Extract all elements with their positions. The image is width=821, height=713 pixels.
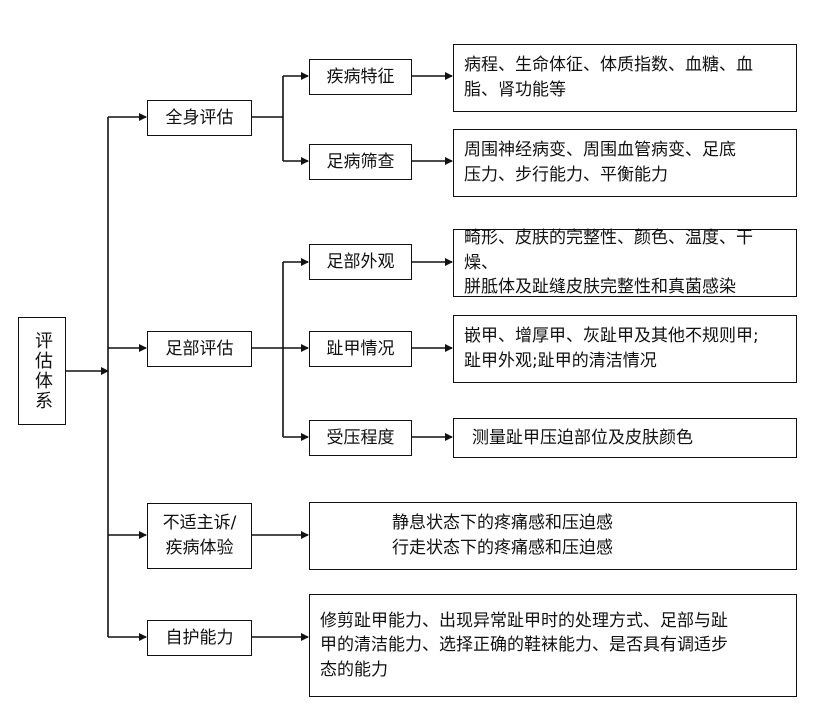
node-discomfort-label-line2: 疾病体验 [165, 538, 234, 558]
detail-toenail-status: 嵌甲、增厚甲、灰趾甲及其他不规则甲; 趾甲外观;趾甲的清洁情况 [453, 315, 797, 383]
detail-line: 嵌甲、增厚甲、灰趾甲及其他不规则甲; [464, 326, 759, 347]
detail-line: 态的能力 [320, 659, 388, 680]
detail-line: 行走状态下的疼痛感和压迫感 [392, 538, 613, 558]
node-toenail-status-label: 趾甲情况 [326, 338, 395, 359]
detail-pressure-degree: 测量趾甲压迫部位及皮肤颜色 [453, 418, 797, 458]
node-selfcare-ability: 自护能力 [147, 620, 252, 656]
root-node: 评估体系 [18, 317, 66, 425]
node-discomfort-label-line1: 不适主诉/ [162, 513, 237, 534]
node-toenail-status: 趾甲情况 [309, 331, 412, 367]
node-foot-assessment: 足部评估 [147, 331, 252, 367]
detail-line: 修剪趾甲能力、出现异常趾甲时的处理方式、足部与趾 [320, 610, 728, 631]
detail-foot-appearance: 畸形、皮肤的完整性、颜色、温度、干燥、 胼胝体及趾缝皮肤完整性和真菌感染 [453, 228, 797, 298]
detail-line: 病程、生命体征、体质指数、血糖、血 [464, 55, 753, 76]
detail-line: 畸形、皮肤的完整性、颜色、温度、干燥、 [464, 228, 753, 273]
node-systemic-assessment-label: 全身评估 [165, 107, 234, 128]
detail-line: 测量趾甲压迫部位及皮肤颜色 [472, 427, 693, 448]
detail-line: 压力、步行能力、平衡能力 [464, 165, 668, 185]
detail-selfcare: 修剪趾甲能力、出现异常趾甲时的处理方式、足部与趾 甲的清洁能力、选择正确的鞋袜能… [309, 594, 797, 697]
detail-line: 趾甲外观;趾甲的清洁情况 [464, 351, 657, 371]
node-pressure-degree: 受压程度 [309, 420, 412, 456]
detail-line: 脂、肾功能等 [464, 80, 566, 100]
root-label: 评估体系 [32, 331, 53, 411]
node-disease-features-label: 疾病特征 [326, 66, 395, 87]
node-disease-features: 疾病特征 [309, 59, 412, 95]
node-foot-appearance-label: 足部外观 [326, 251, 395, 272]
detail-line: 静息状态下的疼痛感和压迫感 [392, 513, 613, 534]
node-selfcare-label: 自护能力 [165, 627, 234, 648]
node-systemic-assessment: 全身评估 [147, 100, 252, 136]
detail-disease-features: 病程、生命体征、体质指数、血糖、血 脂、肾功能等 [453, 44, 797, 112]
detail-foot-screening: 周围神经病变、周围血管病变、足底 压力、步行能力、平衡能力 [453, 129, 797, 197]
detail-line: 周围神经病变、周围血管病变、足底 [464, 140, 736, 161]
node-foot-assessment-label: 足部评估 [165, 338, 234, 359]
detail-discomfort: 静息状态下的疼痛感和压迫感 行走状态下的疼痛感和压迫感 [309, 502, 797, 570]
node-discomfort-experience: 不适主诉/ 疾病体验 [147, 503, 252, 569]
node-foot-appearance: 足部外观 [309, 244, 412, 280]
detail-line: 甲的清洁能力、选择正确的鞋袜能力、是否具有调适步 [320, 635, 728, 656]
node-foot-screening: 足病筛查 [309, 144, 412, 180]
node-pressure-degree-label: 受压程度 [326, 427, 395, 448]
node-foot-screening-label: 足病筛查 [326, 151, 395, 172]
detail-line: 胼胝体及趾缝皮肤完整性和真菌感染 [464, 277, 736, 298]
